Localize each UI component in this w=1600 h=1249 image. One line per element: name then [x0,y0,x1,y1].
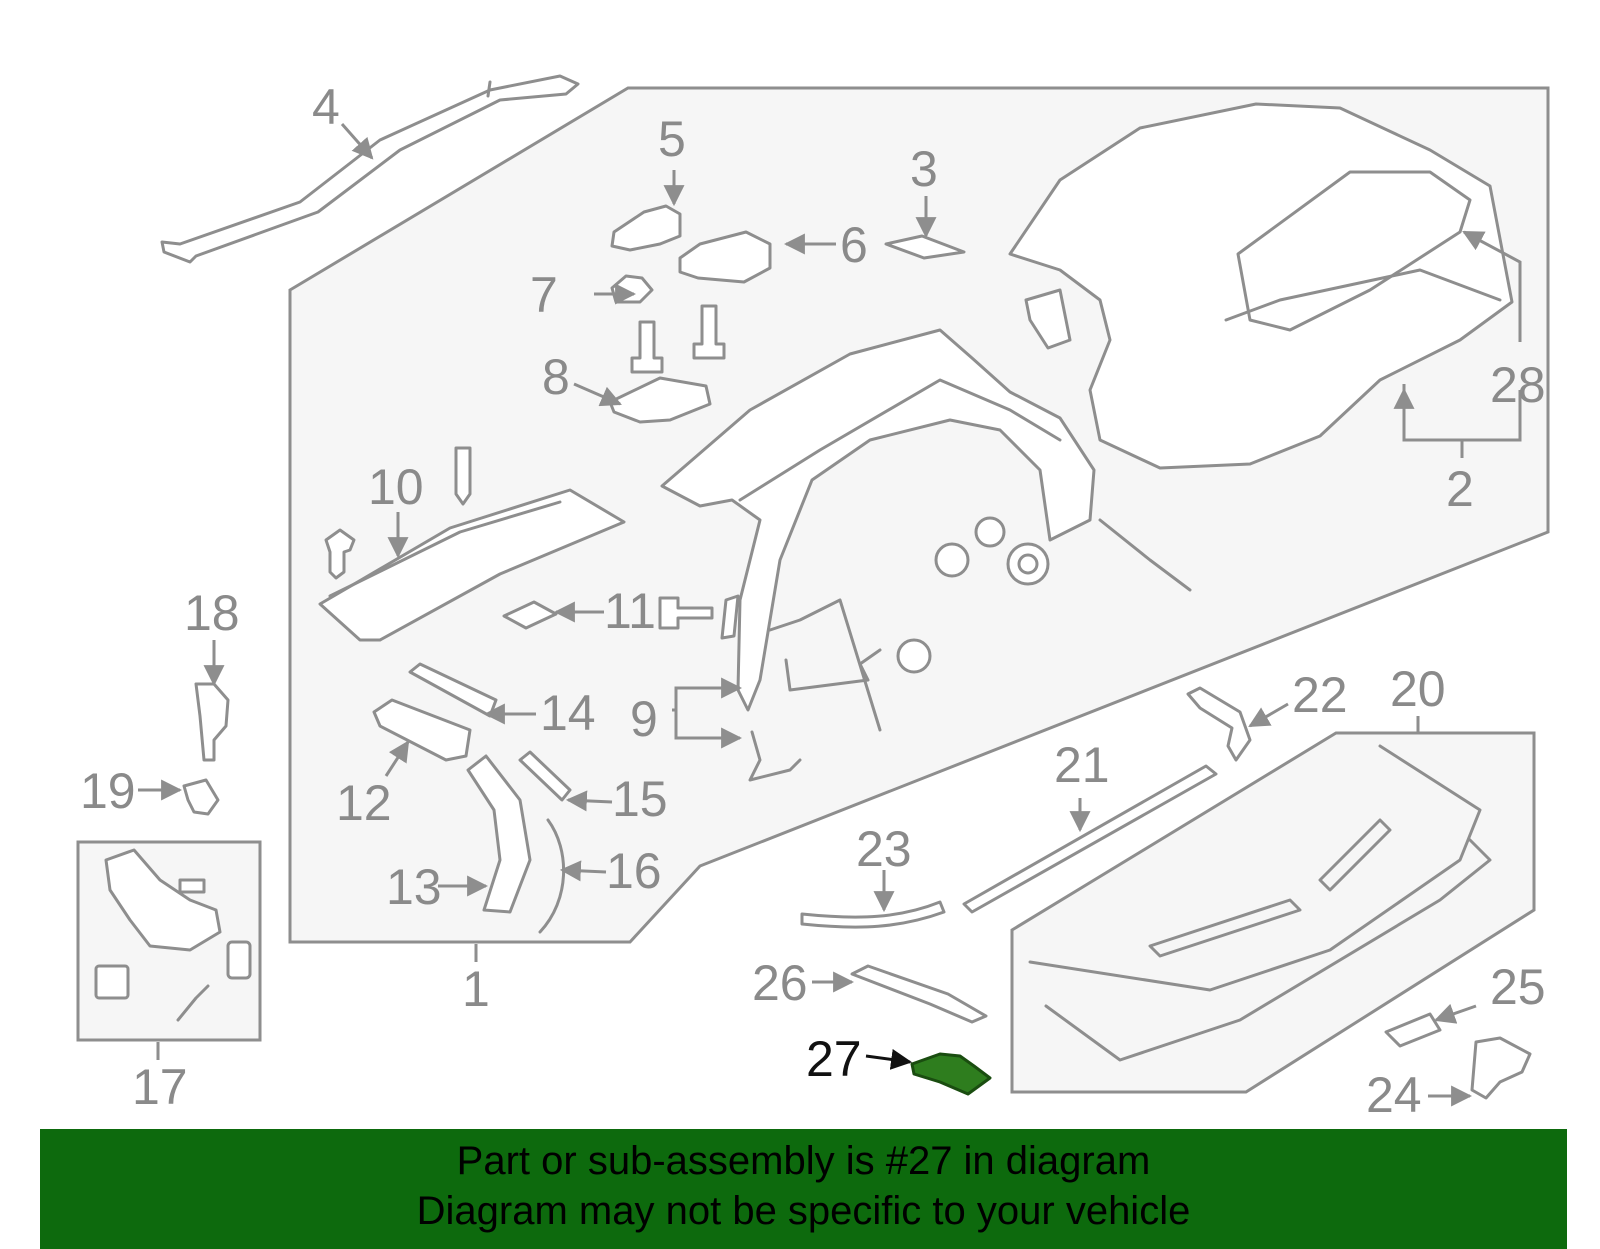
callout-27-highlighted: 27 [806,1031,862,1087]
part-4-strip [160,74,580,264]
part-25-pad [1384,1012,1442,1048]
part-3-pad [884,234,966,260]
callout-24: 24 [1366,1067,1422,1123]
part-8-latch [608,376,712,424]
callout-23: 23 [856,821,912,877]
part-14-strip [408,662,498,718]
callout-20: 20 [1390,661,1446,717]
callout-6: 6 [840,217,868,273]
part-2-soft-top [1008,102,1514,470]
callout-8: 8 [542,349,570,405]
callout-12: 12 [336,775,392,831]
callout-21: 21 [1054,737,1110,793]
banner-line-part-number: Part or sub-assembly is #27 in diagram [456,1139,1151,1183]
callout-4: 4 [312,79,340,135]
callout-25: 25 [1490,959,1546,1015]
part-17-assembly [94,848,252,1022]
callout-3: 3 [910,141,938,197]
grommets [896,516,1050,674]
part-21-strip [962,764,1218,914]
callout-7: 7 [530,267,558,323]
callout-13: 13 [386,859,442,915]
part-18-clip [194,682,230,762]
part-24-bracket [1470,1036,1532,1100]
part-22-bracket [1186,686,1252,762]
callout-labels: 4 5 3 6 7 8 10 11 14 9 12 15 13 16 1 18 … [80,79,1546,1123]
part-13-pillar [466,754,532,914]
top-frame [660,328,1192,732]
leader-lines [138,123,1522,1107]
part-23-strip [800,900,946,929]
callout-10: 10 [368,459,424,515]
callout-9: 9 [630,691,658,747]
part-10-shelf [318,446,626,642]
callout-15: 15 [612,771,668,827]
callout-11: 11 [604,583,656,639]
assembly-20-panel [1010,731,1536,1094]
callout-17: 17 [132,1059,188,1115]
bolts [630,304,726,374]
part-6-bracket [678,230,772,284]
part-15-strip [518,750,572,802]
part-5-bracket [610,204,682,252]
part-19-clip [182,778,220,816]
callout-19: 19 [80,763,136,819]
callout-16: 16 [606,843,662,899]
callout-22: 22 [1292,667,1348,723]
banner-line-disclaimer: Diagram may not be specific to your vehi… [416,1189,1191,1233]
part-27-highlighted [910,1052,992,1096]
callout-2: 2 [1446,461,1474,517]
part-26-strip [850,964,988,1024]
callout-1: 1 [462,961,490,1017]
callout-26: 26 [752,955,808,1011]
callout-5: 5 [658,111,686,167]
callout-14: 14 [540,685,596,741]
callout-28: 28 [1490,357,1546,413]
tab-11 [720,594,740,640]
callout-18: 18 [184,585,240,641]
bolt-11 [658,596,714,630]
part-12-bracket [372,698,472,762]
info-banner: Part or sub-assembly is #27 in diagram D… [40,1129,1567,1249]
part-20-seals [1028,744,1492,1062]
part-9-cable [748,730,802,782]
